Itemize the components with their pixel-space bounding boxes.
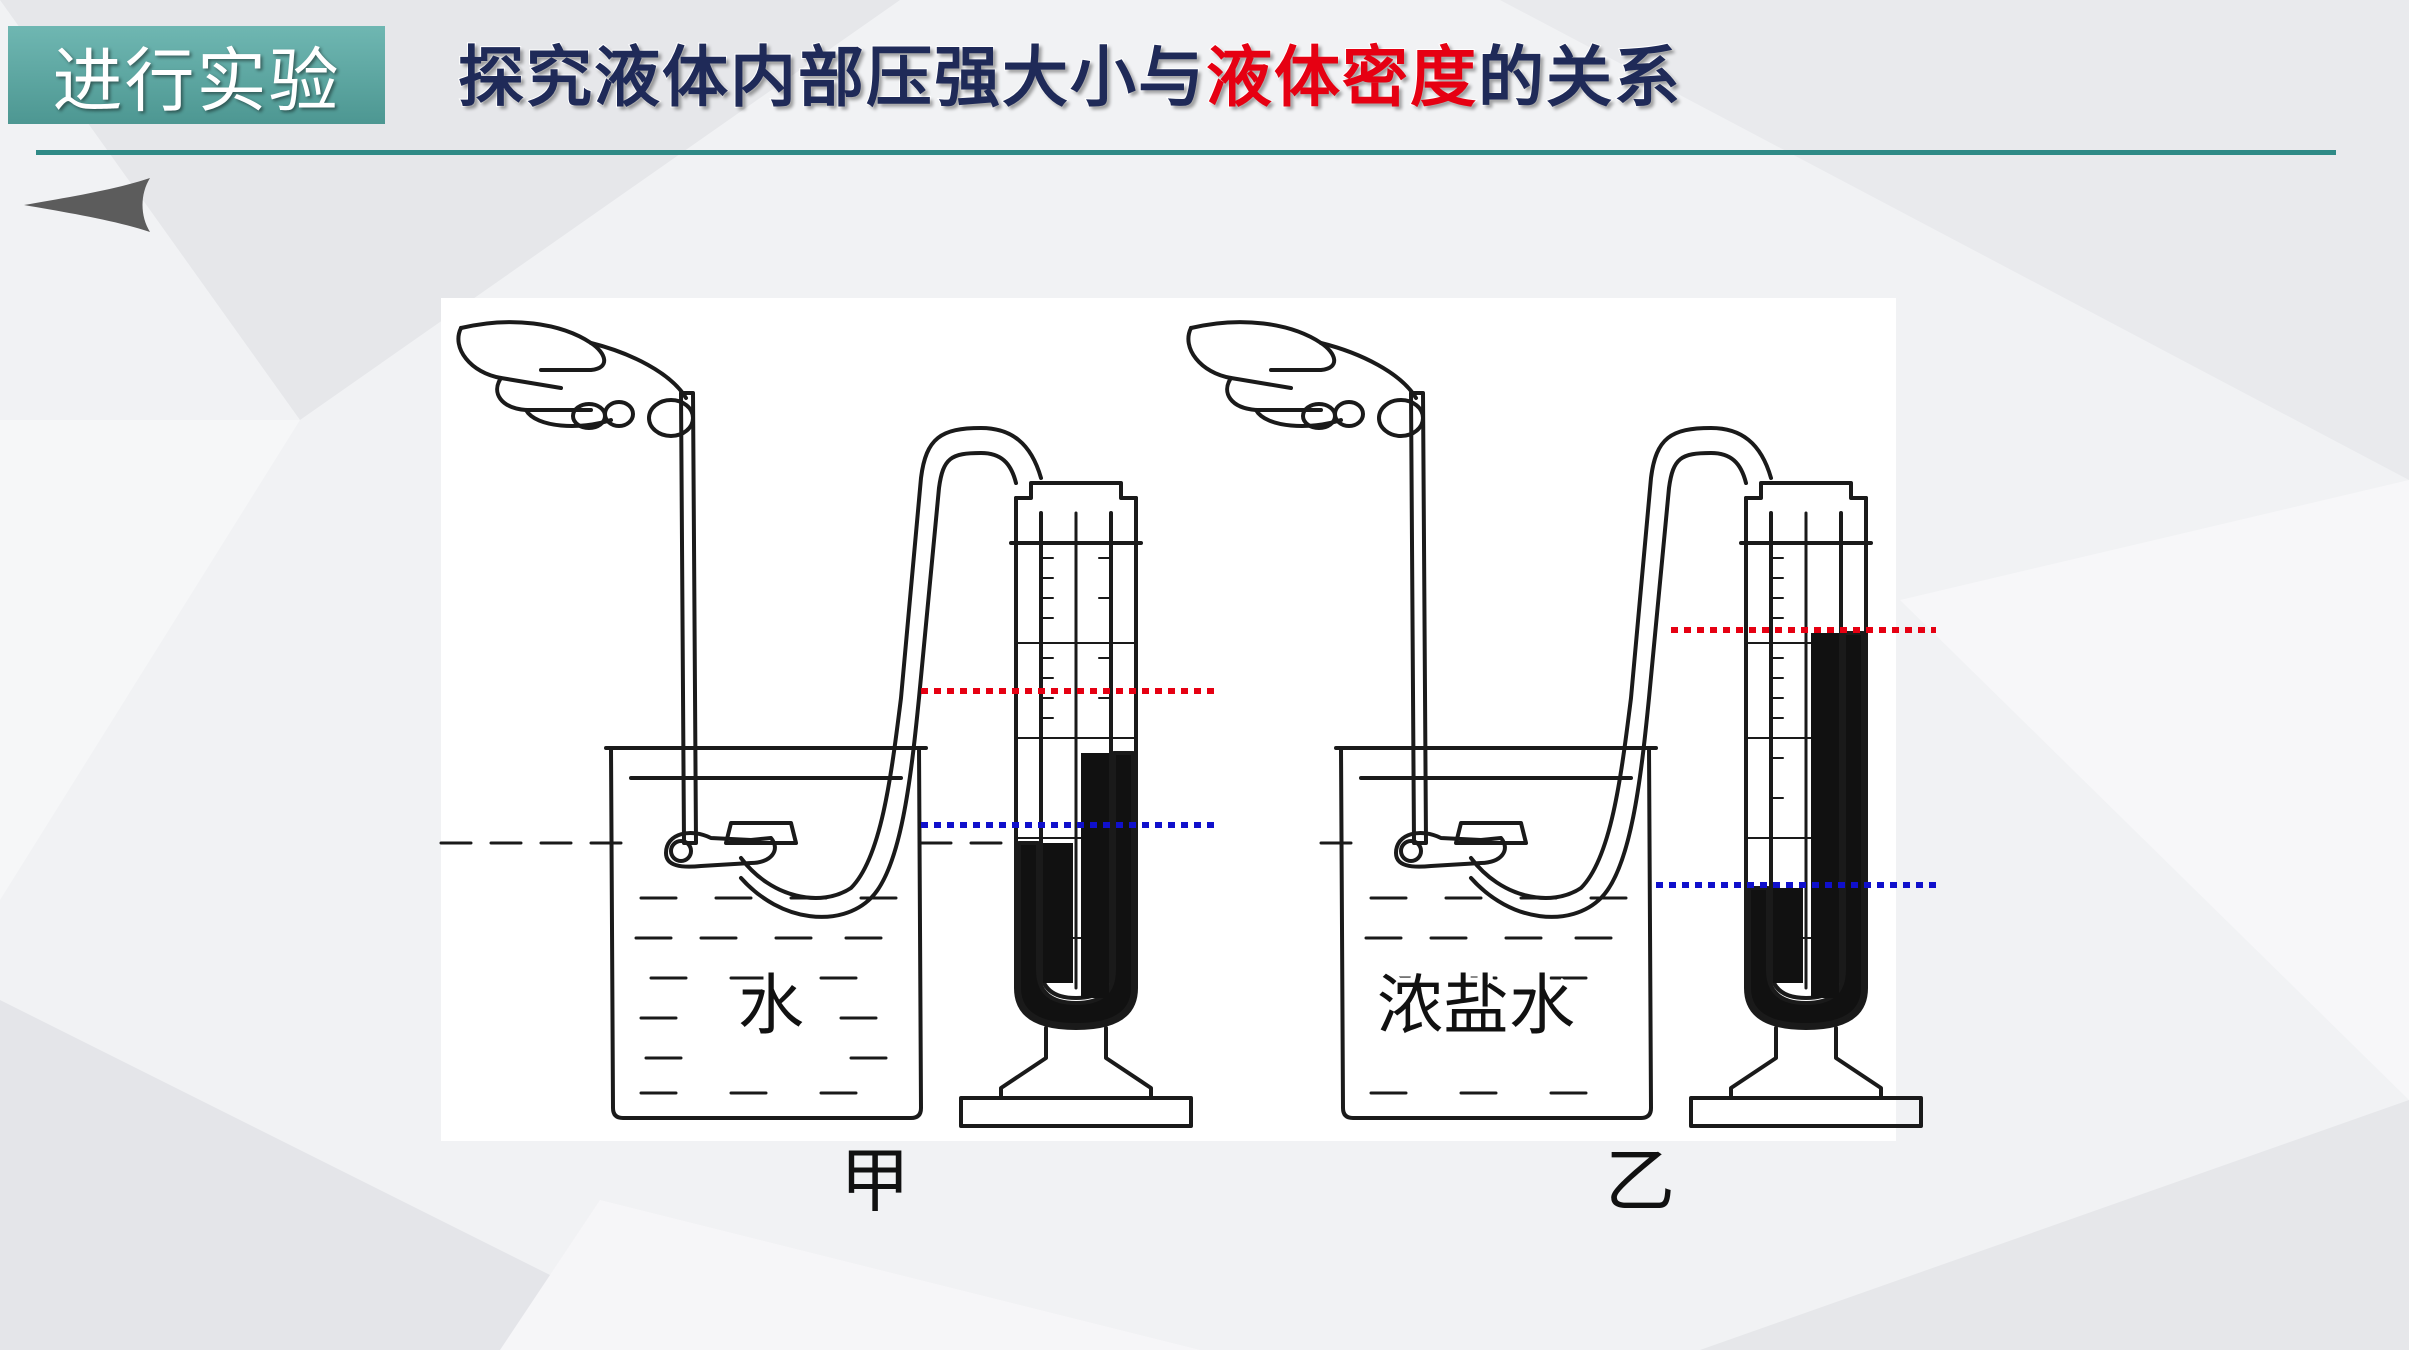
setup-left [439,320,1193,1128]
section-tag: 进行实验 [8,26,385,124]
setup-right [1186,320,1923,1128]
right-caption: 乙 [1605,1140,1675,1222]
header-divider [36,150,2336,155]
section-tag-label: 进行实验 [52,39,341,122]
right-liquid-label: 浓盐水 [1377,967,1575,1044]
left-liquid-label: 水 [738,967,804,1044]
title-part2: 的关系 [1477,38,1682,117]
left-caption: 甲 [840,1140,910,1222]
title-part1: 探究液体内部压强大小与 [457,38,1206,117]
title-highlight: 液体密度 [1205,38,1478,117]
experiment-diagram: 水 浓盐水 [439,320,1936,1128]
experiment-figure: 水 浓盐水 [439,298,1936,1141]
slide-title: 探究液体内部压强大小与液体密度的关系 [457,24,1682,120]
left-pointer-icon[interactable] [24,176,154,234]
